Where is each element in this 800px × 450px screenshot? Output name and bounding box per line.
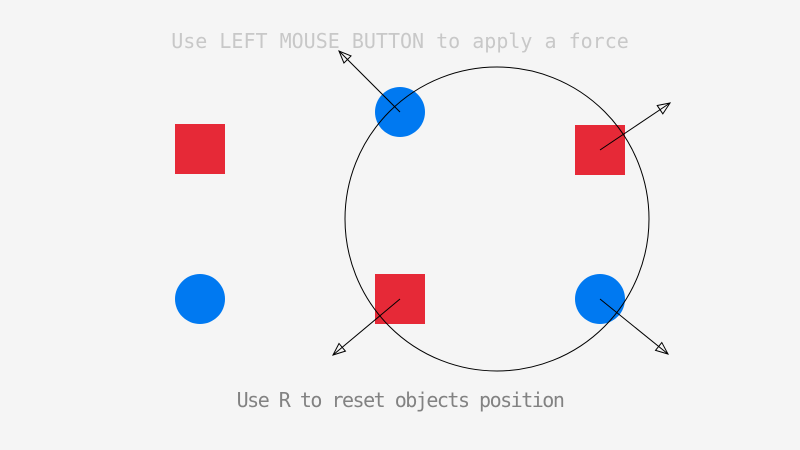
physics-object-square-left[interactable] — [175, 124, 225, 174]
hint-reset-objects: Use R to reset objects position — [236, 388, 565, 412]
force-arrow-square-center — [332, 298, 401, 356]
physics-object-circle-left[interactable] — [175, 274, 225, 324]
force-arrow-circle-right — [599, 298, 670, 355]
boundary-circle — [344, 66, 650, 372]
hint-apply-force: Use LEFT MOUSE BUTTON to apply a force — [171, 29, 629, 53]
force-arrow-square-right — [599, 102, 672, 151]
force-arrow-circle-top — [338, 50, 401, 113]
